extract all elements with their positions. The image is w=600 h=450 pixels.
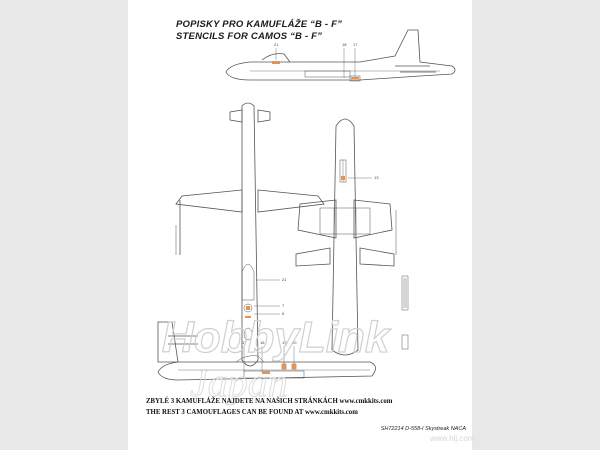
callout-18b: 18	[260, 340, 265, 345]
callout-21: 21	[274, 42, 279, 47]
callout-17: 17	[353, 42, 358, 47]
instruction-sheet: POPISKY PRO KAMUFLÁŽE “B - F” STENCILS F…	[128, 0, 472, 450]
title-czech: POPISKY PRO KAMUFLÁŽE “B - F”	[176, 19, 343, 30]
callout-7: 7	[282, 303, 285, 308]
callout-18: 18	[342, 42, 347, 47]
stencil-marks	[245, 61, 359, 374]
sheet-footer: SH72214 D-558-I Skystreak NACA	[380, 426, 466, 432]
title-english: STENCILS FOR CAMOS “B - F”	[176, 31, 323, 42]
note-english: THE REST 3 CAMOUFLAGES CAN BE FOUND AT w…	[146, 409, 358, 416]
stencil-strip	[401, 275, 409, 350]
callout-13: 13	[374, 175, 379, 180]
top-view	[175, 102, 325, 367]
callout-21b: 21	[282, 277, 287, 282]
bottom-view	[295, 118, 397, 356]
callout-17b: 17	[242, 340, 247, 345]
note-czech: ZBYLÉ 3 KAMUFLÁŽE NAJDETE NA NAŠICH STRÁ…	[146, 398, 393, 405]
callout-19: 19	[282, 340, 287, 345]
watermark-url: www.hlj.com	[430, 434, 475, 443]
callout-20: 20	[292, 340, 297, 345]
side-view-bottom	[157, 321, 376, 381]
callout-6: 6	[282, 311, 285, 316]
side-view-top	[225, 29, 456, 82]
